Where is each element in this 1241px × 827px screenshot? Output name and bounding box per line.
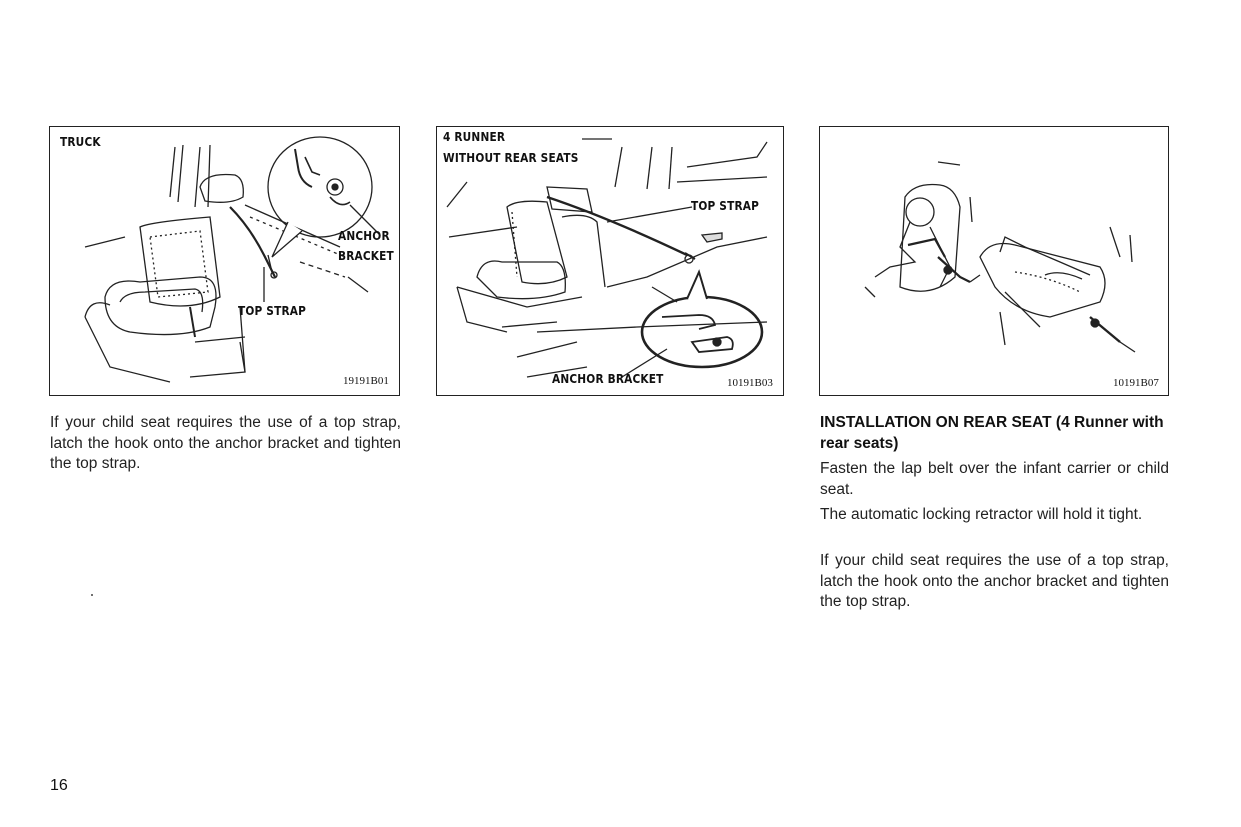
runner-title-line1: 4 RUNNER [443,130,506,144]
page-number: 16 [50,777,68,794]
rear-seat-heading: INSTALLATION ON REAR SEAT (4 Runner with… [820,414,1164,452]
truck-anchor-label-line2: BRACKET [338,249,394,263]
truck-top-strap-label: TOP STRAP [238,304,307,318]
truck-title: TRUCK [60,135,101,149]
runner-figure: 4 RUNNER WITHOUT REAR SEATS TOP STRAP AN… [436,126,784,396]
left-paragraph: If your child seat requires the use of a… [50,414,401,472]
runner-illustration [446,138,768,378]
rear-seat-figure: 10191B07 [819,126,1169,396]
runner-anchor-bracket-label: ANCHOR BRACKET [552,372,664,386]
truck-illustration [84,136,381,383]
runner-figure-code: 10191B03 [727,377,773,389]
rear-seat-figure-code: 10191B07 [1113,377,1159,389]
right-paragraph-2: The automatic locking retractor will hol… [820,506,1143,523]
runner-top-strap-label: TOP STRAP [691,199,760,213]
rear-seat-illustration [864,161,1136,353]
truck-anchor-label-line1: ANCHOR [338,229,390,243]
right-paragraph-1: Fasten the lap belt over the infant carr… [820,460,1169,498]
truck-figure: TRUCK ANCHOR BRACKET TOP STRAP 19191B01 [49,126,400,396]
truck-figure-code: 19191B01 [343,375,389,387]
right-paragraph-3: If your child seat requires the use of a… [820,552,1169,610]
stray-dot [91,594,93,596]
runner-title-line2: WITHOUT REAR SEATS [443,151,579,165]
